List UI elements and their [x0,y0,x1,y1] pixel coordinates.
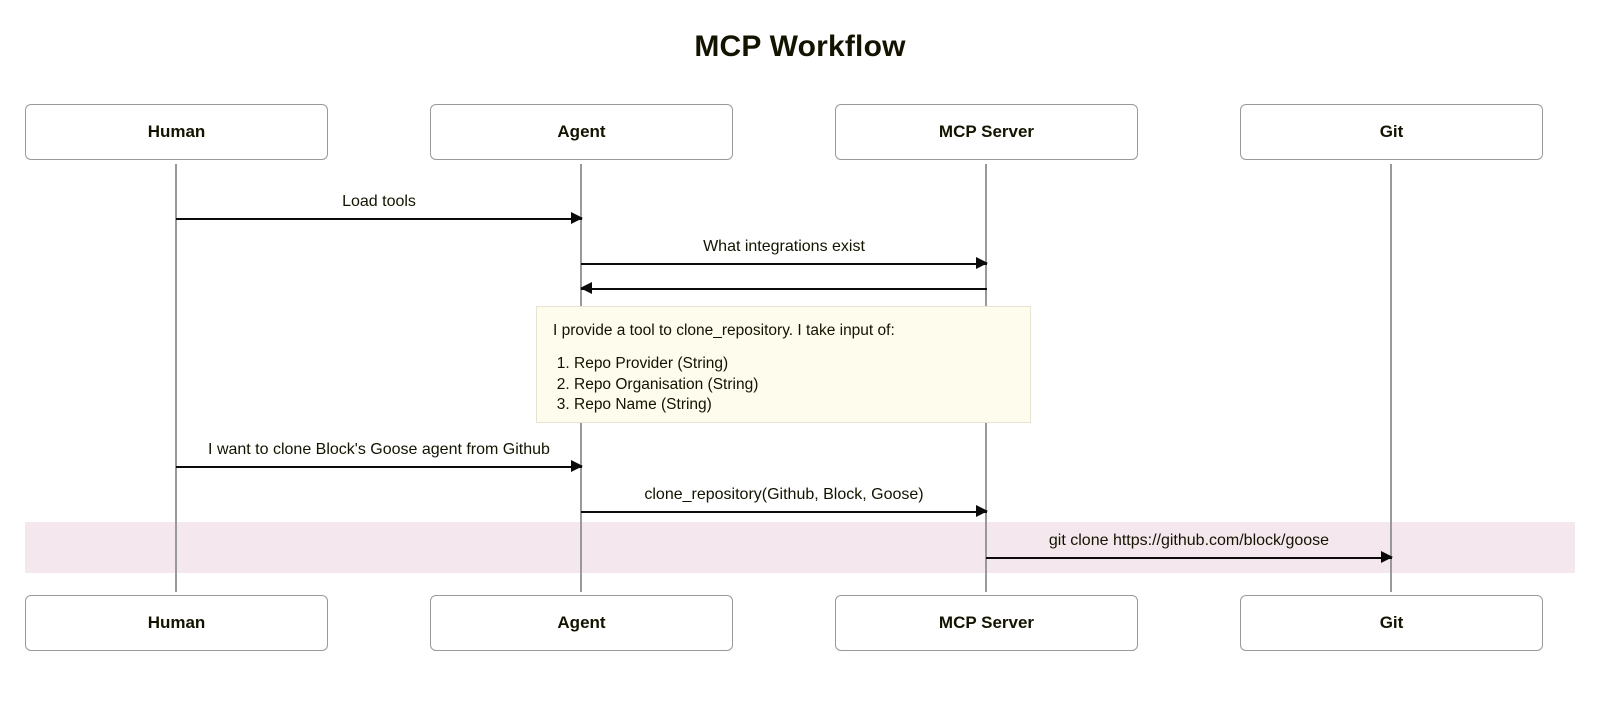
highlight-band [25,522,1575,573]
arrow-head-right-icon [976,505,988,517]
participant-label: Human [147,613,206,632]
note-list-item: Repo Organisation (String) [574,375,1014,396]
message-line [176,466,582,468]
message-label: I want to clone Block's Goose agent from… [208,441,550,458]
participant-mcp-server-bottom[interactable]: MCP Server [835,595,1138,651]
note-clone-repository-tool: I provide a tool to clone_repository. I … [536,306,1031,423]
participant-label: Git [1379,122,1404,141]
participant-label: Agent [557,122,606,141]
participant-agent-top[interactable]: Agent [430,104,733,160]
participant-human-bottom[interactable]: Human [25,595,328,651]
participant-git-bottom[interactable]: Git [1240,595,1543,651]
lifeline-human [175,164,177,592]
note-list-item: Repo Name (String) [574,395,1014,416]
arrow-head-right-icon [571,212,583,224]
participant-label: Human [147,122,206,141]
note-list-item: Repo Provider (String) [574,354,1014,375]
message-line [581,511,987,513]
page-title: MCP Workflow [694,30,906,63]
participant-label: MCP Server [938,613,1035,632]
participant-label: MCP Server [938,122,1035,141]
message-line [986,557,1392,559]
arrow-head-right-icon [571,460,583,472]
arrow-head-right-icon [976,257,988,269]
participant-mcp-server-top[interactable]: MCP Server [835,104,1138,160]
participant-git-top[interactable]: Git [1240,104,1543,160]
message-label: What integrations exist [703,238,865,255]
message-label: git clone https://github.com/block/goose [1048,532,1330,549]
message-line [581,263,987,265]
message-line [581,288,987,290]
note-input-list: Repo Provider (String) Repo Organisation… [553,354,1014,416]
arrow-head-right-icon [1381,551,1393,563]
message-label: Load tools [342,193,416,210]
message-line [176,218,582,220]
participant-agent-bottom[interactable]: Agent [430,595,733,651]
arrow-head-left-icon [580,282,592,294]
lifeline-git [1390,164,1392,592]
message-label: clone_repository(Github, Block, Goose) [644,486,924,503]
participant-human-top[interactable]: Human [25,104,328,160]
note-heading: I provide a tool to clone_repository. I … [553,322,895,339]
participant-label: Git [1379,613,1404,632]
participant-label: Agent [557,613,606,632]
